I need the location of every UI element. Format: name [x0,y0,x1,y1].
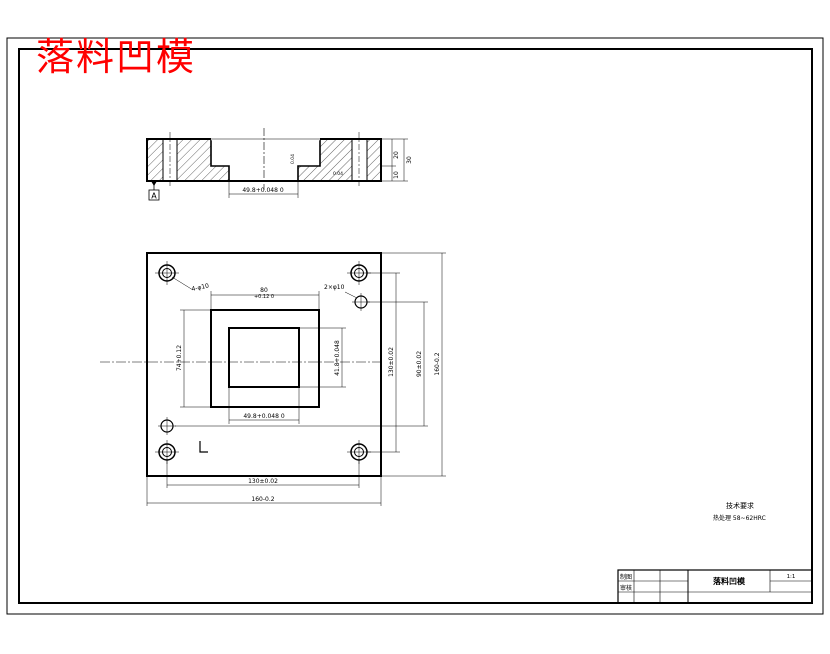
plan-upper-opening [210,309,320,408]
section-annot-1: 0.04 [290,154,296,164]
section-hatch-right [320,139,352,181]
section-dim-30: 30 [406,156,413,164]
section-hatch-left [177,139,211,181]
title-part-name: 落料凹模 [713,576,746,586]
section-dim-bottom: 49.8+0.048 0 [242,187,283,194]
plan-dim-80-tol: +0.12 0 [254,294,274,300]
tech-line-1: 热处理 58~62HRC [713,514,766,522]
section-dim-20: 20 [393,151,400,159]
drawing-title: 落料凹模 [36,35,197,79]
plan-dim-160-right: 160-0.2 [434,352,441,375]
title-row1-label: 制图 [620,573,632,581]
plan-note-holes-left: 4-φ10 [191,282,210,293]
section-annot-2: 0.04 [333,171,343,177]
plan-view: 4-φ10 2×φ10 80 +0.12 0 74+0.12 41.8+0.04… [100,252,446,506]
inner-frame [18,48,813,604]
title-scale: 1:1 [787,574,796,580]
title-row2-label: 审核 [620,584,632,592]
plan-note-holes-right: 2×φ10 [324,284,345,291]
section-hatch-step-right [298,166,320,181]
outer-frame [6,37,824,615]
plan-holes [155,261,371,464]
plan-dim-41: 41.8+0.048 [334,340,341,376]
section-view: A 49.8+0.048 0 0.04 0.04 20 10 30 [146,128,413,201]
tech-requirements: 技术要求 热处理 58~62HRC [713,501,766,522]
plan-dim-80: 80 [260,287,268,294]
plan-dim-49: 49.8+0.048 0 [243,413,284,420]
section-dim-10: 10 [393,171,400,179]
tech-heading: 技术要求 [726,501,754,510]
section-hatch-step-left [211,166,229,181]
plan-dim-90-right: 90±0.02 [416,351,423,377]
title-block: 制图 审核 落料凹模 1:1 [617,569,813,604]
section-hatch-right-outer [367,139,381,181]
plan-dim-130-right: 130±0.02 [388,347,395,377]
plan-dim-130-bottom: 130±0.02 [248,478,278,485]
plan-dim-74: 74+0.12 [176,345,183,371]
plan-die-opening [228,327,300,388]
section-hatch-left-outer [147,139,163,181]
plan-dim-160-bottom: 160-0.2 [251,496,274,503]
plan-outline [146,252,382,477]
datum-label: A [151,192,157,201]
